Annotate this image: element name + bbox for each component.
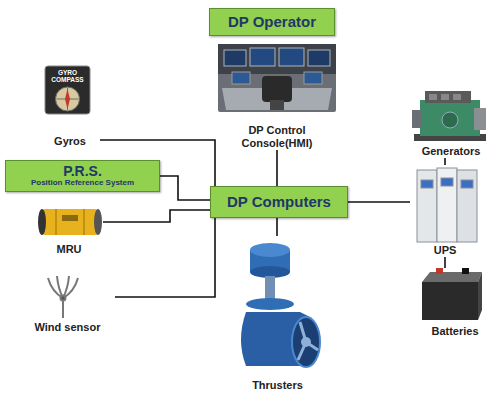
box-title: Position Reference System bbox=[31, 179, 134, 188]
box-title: DP Operator bbox=[228, 14, 316, 31]
node-label: Generators bbox=[422, 145, 481, 158]
prs-box: P.R.S.Position Reference System bbox=[5, 160, 160, 192]
mru-picture bbox=[38, 209, 102, 235]
battery-picture bbox=[422, 268, 482, 320]
node-label: DP Control Console(HMI) bbox=[232, 124, 322, 150]
console-picture bbox=[218, 44, 336, 112]
ups-node: UPS bbox=[410, 165, 480, 257]
generator-picture bbox=[412, 91, 486, 141]
connector-line bbox=[348, 201, 410, 203]
box-title: P.R.S. bbox=[63, 164, 102, 179]
node-label: MRU bbox=[56, 243, 81, 256]
connector-line bbox=[160, 176, 210, 200]
thruster-picture bbox=[241, 243, 320, 367]
node-label: UPS bbox=[434, 244, 457, 257]
ups-picture bbox=[417, 168, 477, 242]
node-label: Thrusters bbox=[252, 379, 303, 392]
wind-sensor-picture bbox=[48, 276, 78, 318]
battery-node: Batteries bbox=[415, 268, 495, 338]
connector-line bbox=[115, 218, 215, 297]
node-label: Gyros bbox=[54, 135, 86, 148]
computer-box: DP Computers bbox=[210, 186, 348, 218]
operator-box: DP Operator bbox=[209, 8, 335, 36]
console-node: DP Control Console(HMI) bbox=[218, 40, 336, 150]
node-label: Batteries bbox=[431, 325, 478, 338]
icon-text: GYRO COMPASS bbox=[46, 69, 89, 84]
gyro-compass-picture bbox=[45, 66, 90, 114]
mru-node: MRU bbox=[35, 204, 103, 256]
connector-line bbox=[444, 158, 446, 165]
connector-line bbox=[444, 257, 446, 268]
node-label: Wind sensor bbox=[35, 321, 101, 334]
connector-line bbox=[276, 218, 278, 236]
connector-line bbox=[276, 150, 278, 186]
wind-sensor-node: Wind sensor bbox=[20, 272, 115, 334]
thruster-node: Thrusters bbox=[225, 236, 330, 392]
connector-line bbox=[103, 210, 210, 222]
generator-node: Generators bbox=[405, 86, 497, 158]
box-title: DP Computers bbox=[227, 194, 331, 211]
